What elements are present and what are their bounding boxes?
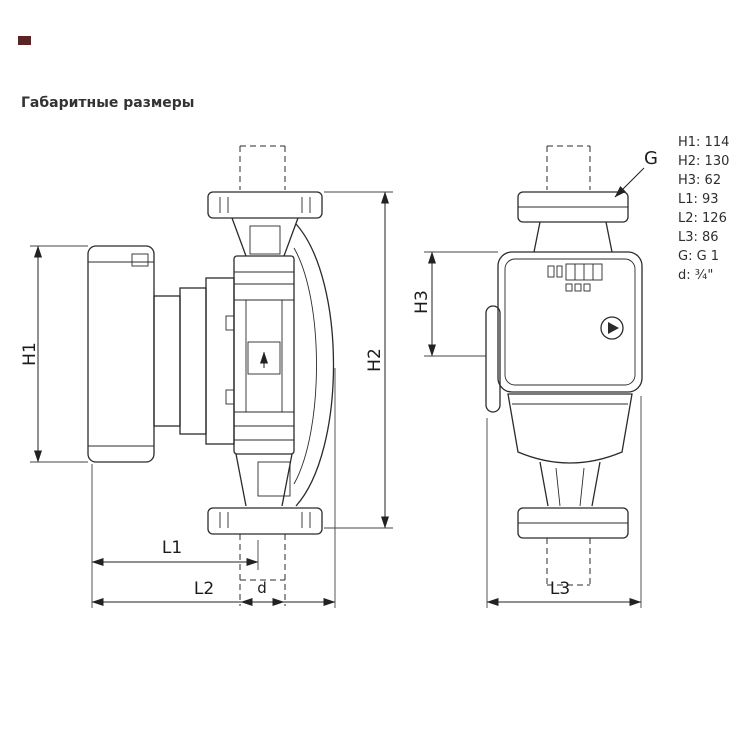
dimension-l2: L2 (91, 368, 336, 608)
side-lower-housing (507, 393, 633, 464)
control-box (497, 251, 643, 393)
spec-l3: L3: 86 (678, 230, 719, 245)
dimension-l1: L1 (91, 464, 259, 608)
dim-label-g: G (644, 148, 658, 169)
dim-label-d: d (257, 579, 267, 597)
dimension-g: G (614, 148, 658, 198)
front-top-funnel (231, 217, 299, 257)
side-view-drawing (485, 145, 643, 586)
side-top-pipe-stub (546, 145, 591, 190)
dimension-h2: H2 (324, 191, 393, 529)
page-title: Габаритные размеры (21, 95, 195, 111)
side-neck-bottom (539, 461, 601, 507)
side-neck-top (533, 221, 613, 253)
display-icons (547, 263, 603, 292)
spec-g: G: G 1 (678, 249, 720, 264)
front-top-flange (207, 191, 323, 219)
dimension-l3: L3 (486, 396, 642, 608)
g-leader-line (614, 167, 645, 198)
front-pump-body (225, 255, 295, 455)
flow-direction-indicator (247, 341, 281, 375)
front-view-drawing (87, 145, 335, 606)
dimension-h3: H3 (412, 251, 498, 357)
front-bottom-funnel (235, 453, 293, 507)
dimension-spec-list: H1: 114 H2: 130 H3: 62 L1: 93 L2: 126 L3… (678, 133, 729, 285)
spec-h1: H1: 114 (678, 135, 730, 150)
spec-h3: H3: 62 (678, 173, 722, 188)
dim-label-h3: H3 (412, 290, 432, 314)
logo-mark (18, 36, 31, 45)
side-top-flange (517, 191, 629, 223)
front-bottom-pipe-stub (239, 534, 286, 606)
side-bottom-pipe-stub (546, 538, 591, 586)
dimension-h1: H1 (20, 245, 88, 463)
side-end-cap (485, 305, 501, 413)
spec-h2: H2: 130 (678, 154, 730, 169)
side-bottom-flange (517, 507, 629, 539)
dim-label-l3: L3 (550, 579, 570, 599)
spec-l2: L2: 126 (678, 211, 727, 226)
spec-l1: L1: 93 (678, 192, 719, 207)
front-bottom-flange (207, 507, 323, 535)
dim-label-l2: L2 (194, 579, 214, 599)
front-motor (87, 245, 235, 463)
dim-label-l1: L1 (162, 538, 182, 558)
dimension-d: d (240, 579, 285, 606)
start-button-icon (600, 316, 624, 340)
dim-label-h1: H1 (20, 342, 40, 366)
front-top-pipe-stub (239, 145, 286, 190)
dim-label-h2: H2 (365, 348, 385, 372)
spec-d: d: ¾" (678, 268, 714, 283)
front-volute (293, 223, 335, 507)
